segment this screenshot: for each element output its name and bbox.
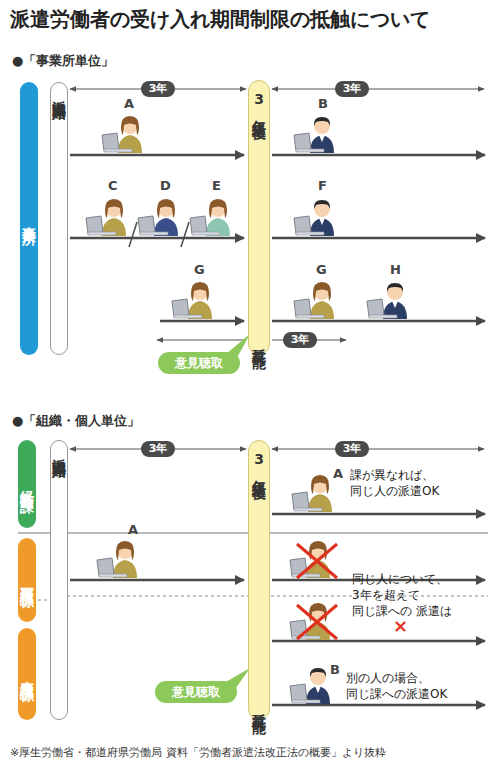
- worker-letter: G: [194, 262, 205, 277]
- worker-figure: [294, 117, 334, 153]
- band-label: 庶務課一係: [20, 575, 34, 585]
- worker-letter: F: [318, 178, 327, 193]
- band-label: 3年経過後: [252, 451, 266, 477]
- worker-figure: [292, 475, 332, 512]
- period-band: 3年経過後延長可能: [248, 440, 270, 720]
- worker-letter: C: [108, 178, 118, 193]
- prohibited-cross: [297, 544, 337, 578]
- timeline-arrow: [160, 320, 244, 323]
- band-label: 庶務課二係: [20, 669, 34, 679]
- section-heading: ●「事業所単位」: [12, 52, 114, 70]
- duration-arrow: [272, 89, 484, 90]
- worker-letter: B: [330, 662, 340, 677]
- worker-figure: [290, 541, 330, 578]
- timeline-arrow: [70, 579, 244, 582]
- period-band: 3年経過後延長可能: [248, 80, 270, 355]
- band-label: 経営企画課: [20, 479, 34, 489]
- hearing-bubble: 意見聴取: [158, 352, 240, 374]
- band-label: 延長可能: [252, 338, 266, 346]
- prohibited-cross: [297, 544, 337, 578]
- worker-figure: [290, 603, 330, 640]
- worker-figure: [290, 668, 330, 704]
- band-label: 3年経過後: [252, 91, 266, 117]
- timeline-arrow: [272, 320, 485, 323]
- worker-figure: [172, 282, 212, 319]
- worker-figure: [102, 116, 142, 153]
- worker-letter: A: [128, 522, 138, 537]
- worker-letter: A: [333, 466, 343, 481]
- note-text: 課が異なれば、 同じ人の派遣OK: [350, 467, 482, 499]
- timeline-arrow: [272, 154, 485, 157]
- duration-pill: 3年: [141, 81, 175, 97]
- duration-pill: 3年: [335, 441, 369, 457]
- bubble-label: 意見聴取: [172, 686, 220, 698]
- prohibited-cross: [297, 605, 337, 639]
- duration-arrow: [157, 340, 246, 341]
- worker-letter: A: [124, 96, 134, 111]
- bubble-label: 意見聴取: [175, 357, 223, 369]
- worker-figure: [367, 283, 407, 319]
- note-text: 別の人の場合、 同じ課への派遣OK: [346, 670, 484, 702]
- timeline-arrow: [70, 154, 244, 157]
- worker-figure: [86, 199, 126, 236]
- site-band: 事業所: [20, 82, 38, 355]
- start-band: 派遣開始: [50, 440, 68, 720]
- source-caption: ※厚生労働省・都道府県労働局 資料「労働者派遣法改正法の概要」より抜粋: [10, 745, 386, 760]
- band-label: 派遣開始: [52, 447, 66, 455]
- worker-letter: H: [390, 262, 401, 277]
- timeline-arrow: [70, 237, 244, 240]
- switch-slash: [181, 222, 189, 247]
- band-label: 延長可能: [252, 703, 266, 711]
- hearing-bubble: 意見聴取: [155, 681, 237, 703]
- section-band: 庶務課一係: [18, 538, 36, 622]
- section-heading: ●「組織・個人単位」: [12, 412, 140, 430]
- worker-letter: G: [316, 262, 327, 277]
- timeline-arrow: [272, 640, 485, 643]
- duration-pill: 3年: [141, 441, 175, 457]
- duration-pill: 3年: [283, 332, 317, 348]
- worker-letter: E: [212, 178, 221, 193]
- duration-pill: 3年: [335, 81, 369, 97]
- switch-slash: [129, 222, 137, 247]
- band-label: 派遣開始: [52, 89, 66, 97]
- worker-figure: [190, 199, 230, 236]
- timeline-arrow: [272, 704, 485, 707]
- timeline-arrow: [272, 237, 485, 240]
- worker-figure: [294, 200, 334, 236]
- start-band: 派遣開始: [50, 82, 68, 355]
- prohibited-cross: [297, 605, 337, 639]
- worker-figure: [294, 282, 334, 319]
- duration-arrow: [272, 449, 484, 450]
- diagram-title: 派遣労働者の受け入れ期間制限の抵触について: [10, 6, 430, 33]
- worker-letter: B: [318, 96, 328, 111]
- worker-figure: [97, 541, 137, 578]
- section-band: 経営企画課: [18, 440, 36, 528]
- section-band: 庶務課二係: [18, 628, 36, 720]
- prohibited-mark: ×: [393, 617, 408, 635]
- timeline-arrow: [272, 513, 485, 516]
- worker-figure: [138, 199, 178, 236]
- band-label: 事業所: [22, 216, 36, 222]
- note-text: 同じ人について、 3年を超えて 同じ課への 派遣は: [352, 571, 456, 620]
- worker-letter: D: [160, 178, 171, 193]
